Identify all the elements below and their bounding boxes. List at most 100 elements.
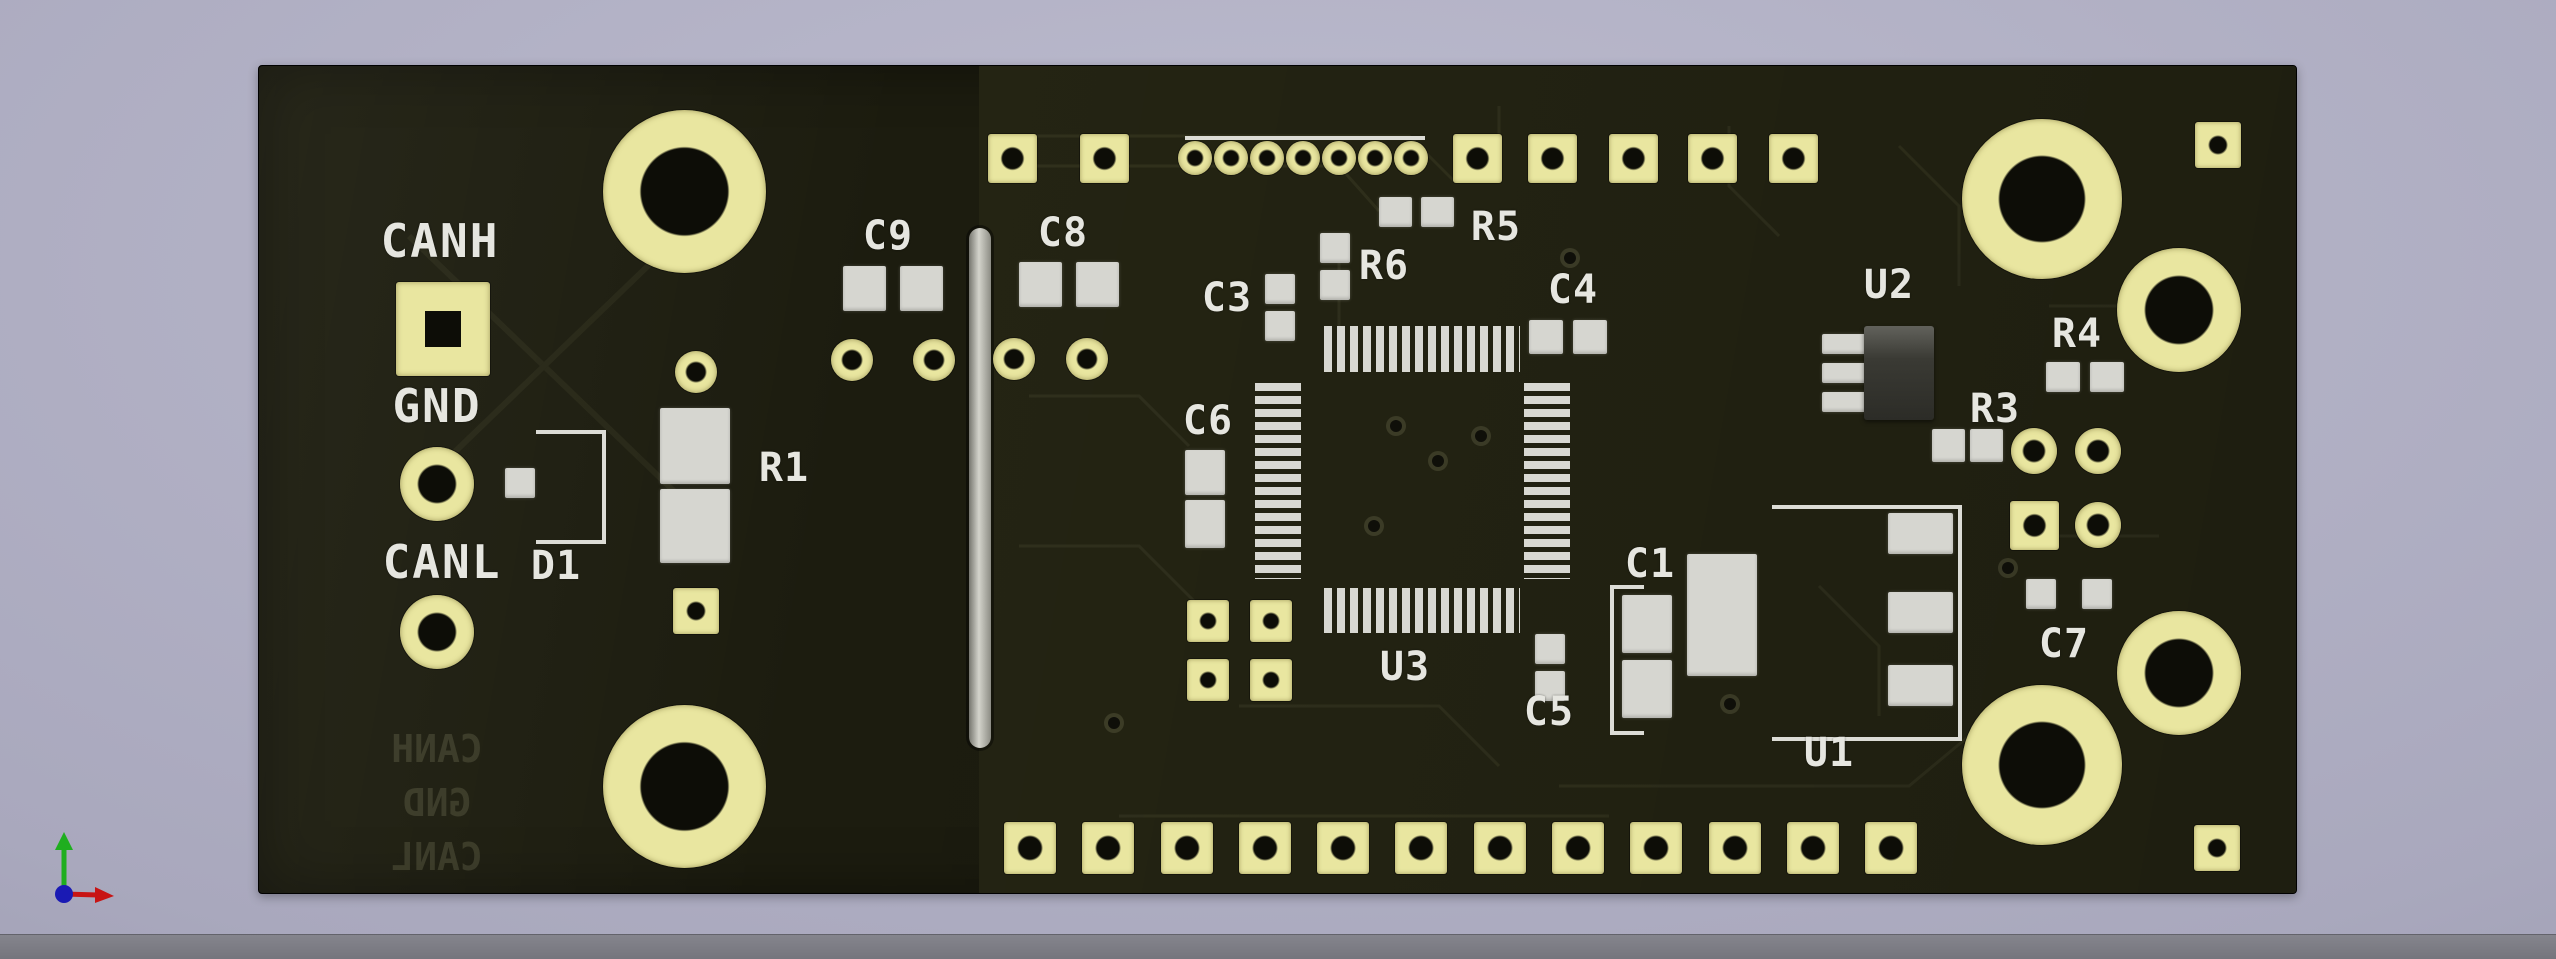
c9-pad (900, 266, 943, 311)
via (1432, 455, 1444, 467)
u2-pin (1822, 334, 1868, 354)
c1-outline (1610, 585, 1644, 735)
header-pin-pad (1286, 141, 1320, 175)
c8-pad (1019, 262, 1062, 307)
through-hole-pad (1066, 338, 1108, 380)
through-hole-pad (2075, 502, 2121, 548)
silkscreen-label-r4: R4 (2051, 311, 2103, 357)
pad-canh (396, 282, 490, 376)
via (1390, 420, 1402, 432)
back-silkscreen-line: CANH (391, 727, 483, 771)
header-pad (1609, 134, 1658, 183)
header-pad (1453, 134, 1502, 183)
r4-pad (2090, 362, 2124, 392)
r6-pad (1320, 270, 1350, 300)
u3-pins-right (1524, 383, 1570, 579)
mounting-hole (1962, 685, 2122, 845)
r3-pad (1970, 429, 2003, 462)
header-pad (1080, 134, 1129, 183)
silkscreen-label-c8: C8 (1037, 210, 1089, 256)
via (1564, 252, 1576, 264)
silkscreen-label-gnd: GND (392, 379, 482, 433)
header-pad (1769, 134, 1818, 183)
header-pin-pad (1178, 141, 1212, 175)
c6-pad (1185, 500, 1225, 548)
c7-pad (2026, 579, 2056, 609)
corner-pad (2195, 122, 2241, 168)
via (1108, 717, 1120, 729)
edge-pad (1787, 822, 1839, 874)
silkscreen-label-r6: R6 (1358, 243, 1410, 289)
c4-pad (1529, 320, 1563, 354)
through-hole-pad (1187, 600, 1229, 642)
y-axis-arrow (55, 832, 73, 892)
u2-pin (1822, 363, 1868, 383)
silkscreen-label-u3: U3 (1379, 644, 1431, 690)
edge-pad (1317, 822, 1369, 874)
silkscreen-label-canh: CANH (380, 214, 500, 268)
c1-pad (1622, 595, 1672, 653)
u3-pins-left (1255, 383, 1301, 579)
edge-pad (1552, 822, 1604, 874)
z-axis-dot (55, 885, 73, 903)
silkscreen-label-r3: R3 (1969, 386, 2021, 432)
via (2002, 562, 2014, 574)
back-silkscreen-line: GND (402, 781, 472, 825)
silkscreen-label-u1: U1 (1803, 730, 1855, 776)
u1-tab-pad (1687, 554, 1757, 676)
silkscreen-label-c5: C5 (1523, 689, 1575, 735)
header-pin-pad (1394, 141, 1428, 175)
u3-pins-top (1324, 326, 1520, 372)
through-hole-pad (2010, 501, 2059, 550)
r1-pad (660, 408, 730, 484)
through-hole-pad (1250, 659, 1292, 701)
corner-pad (2194, 825, 2240, 871)
header-pin-pad (1214, 141, 1248, 175)
u2-pin (1822, 392, 1868, 412)
through-hole-pad (675, 351, 717, 393)
c3-pad (1265, 311, 1295, 341)
through-hole-pad (2075, 428, 2121, 474)
header-pad (988, 134, 1037, 183)
through-hole-pad (1250, 600, 1292, 642)
edge-pad (1709, 822, 1761, 874)
edge-pad (1865, 822, 1917, 874)
mounting-hole (2117, 248, 2241, 372)
c3-pad (1265, 274, 1295, 304)
edge-pad (1004, 822, 1056, 874)
through-hole-pad (913, 339, 955, 381)
silkscreen-label-canl: CANL (382, 535, 502, 589)
status-bar (0, 934, 2556, 959)
silkscreen-label-c6: C6 (1182, 398, 1234, 444)
via (1724, 698, 1736, 710)
silkscreen-label-r5: R5 (1470, 204, 1522, 250)
pad-gnd (400, 447, 474, 521)
through-hole-pad (2011, 428, 2057, 474)
c5-pad (1535, 671, 1565, 701)
r5-pad (1421, 197, 1454, 227)
c9-pad (843, 266, 886, 311)
c1-pad (1622, 660, 1672, 718)
header-pin-pad (1250, 141, 1284, 175)
mounting-hole (603, 705, 766, 868)
header-pad (1528, 134, 1577, 183)
through-hole-pad (831, 339, 873, 381)
edge-pad (1161, 822, 1213, 874)
u1-pad (1888, 592, 1953, 633)
through-hole-pad (673, 588, 719, 634)
back-silkscreen-line: CANL (391, 835, 483, 879)
silkscreen-label-c1: C1 (1624, 541, 1676, 587)
edge-pad (1630, 822, 1682, 874)
silkscreen-label-u2: U2 (1863, 262, 1915, 308)
d1-outline (536, 430, 606, 544)
silkscreen-label-c9: C9 (862, 213, 914, 259)
mounting-hole (1962, 119, 2122, 279)
silkscreen-label-c7: C7 (2038, 621, 2090, 667)
header-pad (1688, 134, 1737, 183)
axis-indicator (55, 832, 114, 903)
u3-pins-bottom (1324, 588, 1520, 633)
edge-pad (1082, 822, 1134, 874)
silkscreen-label-d1: D1 (530, 543, 582, 589)
silkscreen-label-c4: C4 (1547, 267, 1599, 313)
